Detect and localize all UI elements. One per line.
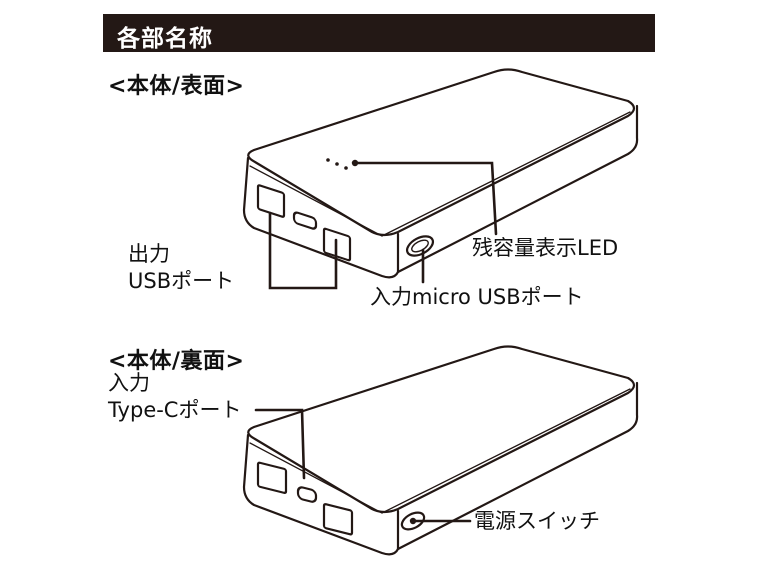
front-left-face [242,156,400,279]
output-usb-leader-line [268,211,338,290]
led-leader-line [353,161,498,236]
micro-usb-port [292,211,318,230]
typec-port [296,486,318,503]
power-switch-label: 電源スイッチ [474,509,600,533]
back-usb-port-2 [322,503,354,536]
back-section-title: <本体/裏面> [108,349,245,374]
output-usb-label-line1: 出力 [128,242,170,266]
back-right-face [396,381,639,551]
front-right-face [396,104,639,274]
typec-label-line2: Type-Cポート [108,398,242,422]
power-switch [400,511,426,531]
output-usb-label-line2: USBポート [128,269,235,293]
micro-usb-label: 入力micro USBポート [370,285,584,309]
typec-label-line1: 入力 [108,371,150,395]
front-section-title: <本体/表面> [108,74,245,99]
front-top-face [247,68,636,237]
led-label: 残容量表示LED [472,236,619,260]
page-title: 各部名称 [117,26,213,52]
back-edge-line [249,388,631,514]
back-left-face [242,433,400,556]
back-usb-port-1 [256,461,288,495]
back-top-face [247,345,636,514]
header-bar: 各部名称 [103,14,655,52]
battery-led-dots [326,158,359,170]
front-edge-line [249,111,631,237]
typec-leader-line [254,408,306,480]
